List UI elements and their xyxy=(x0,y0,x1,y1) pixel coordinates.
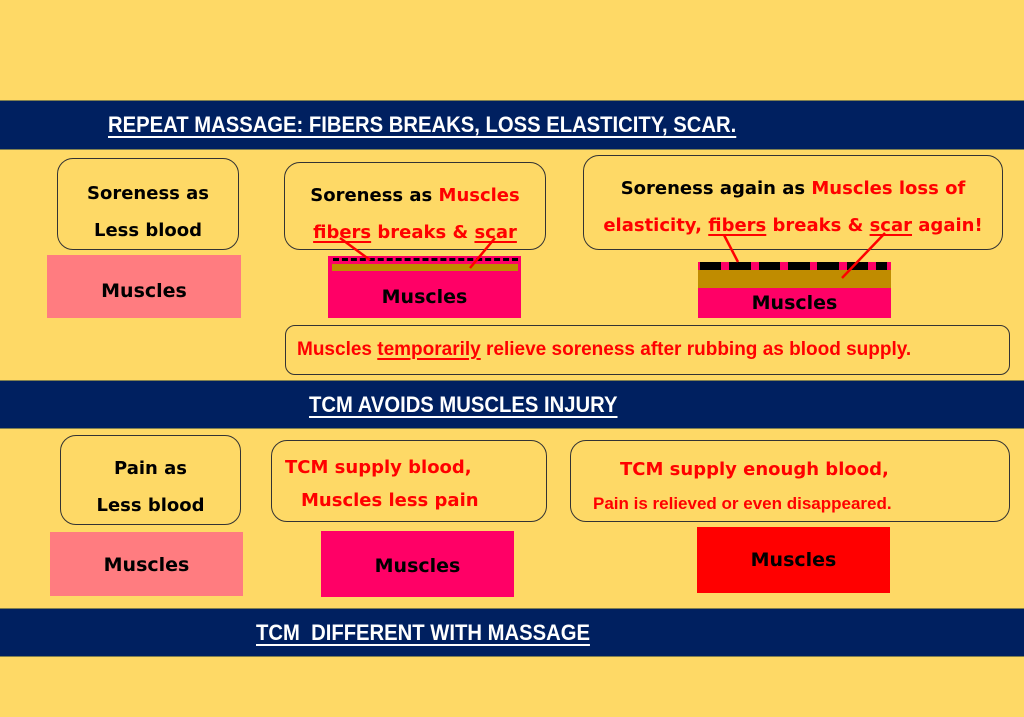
scar-layer-thick xyxy=(698,270,891,288)
scar-layer xyxy=(332,264,518,271)
note-text: Muscles xyxy=(297,339,378,360)
fiber-fragment xyxy=(700,262,721,270)
callout-line: elasticity, fibers breaks & scar again! xyxy=(584,207,1002,244)
callout-line: Less blood xyxy=(96,495,205,516)
callout-text-highlight: Muscles loss of xyxy=(811,178,966,199)
muscle-block-pale: Muscles xyxy=(47,255,241,318)
muscle-block-red: Muscles xyxy=(697,527,890,593)
section-band-tcm-different: TCM DIFFERENT WITH MASSAGE xyxy=(0,608,1024,657)
callout-soreness-less-blood: Soreness as Less blood xyxy=(57,158,239,250)
fiber-fragment xyxy=(788,262,810,270)
callout-text: breaks & xyxy=(766,215,870,236)
callout-fibers-breaks-scar: Soreness as Muscles fibers breaks & scar xyxy=(284,162,546,250)
note-temporary-relief: Muscles temporarily relieve soreness aft… xyxy=(285,325,1010,375)
label-fibers: fibers xyxy=(313,222,372,243)
broken-fibers-line xyxy=(333,258,518,261)
section-band-tcm-avoids-injury: TCM AVOIDS MUSCLES INJURY xyxy=(0,380,1024,429)
muscle-label: Muscles xyxy=(381,286,468,308)
callout-line: Soreness again as Muscles loss of xyxy=(584,170,1002,207)
callout-tcm-supply-blood: TCM supply blood, Muscles less pain xyxy=(271,440,547,522)
callout-line: Soreness as Muscles xyxy=(285,177,545,214)
section-title-tcm-different: TCM DIFFERENT WITH MASSAGE xyxy=(256,620,590,645)
muscle-label: Muscles xyxy=(750,549,837,571)
callout-text: Soreness as xyxy=(310,185,439,206)
fiber-fragment xyxy=(876,262,887,270)
callout-loss-elasticity: Soreness again as Muscles loss of elasti… xyxy=(583,155,1003,250)
label-scar: scar xyxy=(474,222,517,243)
callout-pain-less-blood: Pain as Less blood xyxy=(60,435,241,525)
callout-text: breaks & xyxy=(371,222,475,243)
fiber-fragment xyxy=(847,262,868,270)
callout-line: fibers breaks & scar xyxy=(285,214,545,251)
label-fibers: fibers xyxy=(708,215,767,236)
callout-line: TCM supply enough blood, xyxy=(620,459,889,480)
callout-line: Less blood xyxy=(93,220,203,241)
callout-line: Soreness as xyxy=(87,183,209,204)
section-title-tcm-avoids-injury: TCM AVOIDS MUSCLES INJURY xyxy=(309,392,618,417)
muscle-block-pink: Muscles xyxy=(321,531,514,597)
muscle-label: Muscles xyxy=(101,280,187,302)
callout-line: Muscles less pain xyxy=(301,490,479,511)
muscle-label: Muscles xyxy=(103,554,190,576)
fiber-fragment xyxy=(729,262,751,270)
muscle-label: Muscles xyxy=(374,555,461,577)
callout-line: TCM supply blood, xyxy=(285,457,472,478)
note-text-emphasis: temporarily xyxy=(377,339,481,360)
callout-text: Soreness again as xyxy=(620,178,812,199)
section-band-repeat-massage: REPEAT MASSAGE: FIBERS BREAKS, LOSS ELAS… xyxy=(0,100,1024,150)
callout-text: again! xyxy=(912,215,983,236)
fiber-fragment xyxy=(759,262,780,270)
muscle-label: Muscles xyxy=(751,292,838,314)
label-scar: scar xyxy=(869,215,913,236)
callout-text: elasticity, xyxy=(603,215,709,236)
note-text: relieve soreness after rubbing as blood … xyxy=(480,339,912,360)
callout-text-highlight: Muscles xyxy=(438,185,520,206)
muscle-block-pale: Muscles xyxy=(50,532,243,596)
callout-tcm-enough-blood: TCM supply enough blood, Pain is relieve… xyxy=(570,440,1010,522)
fiber-fragment xyxy=(817,262,839,270)
broken-fibers-beads xyxy=(700,262,890,270)
callout-line: Pain as xyxy=(114,458,187,479)
callout-line: Pain is relieved or even disappeared. xyxy=(593,494,892,513)
section-title-repeat-massage: REPEAT MASSAGE: FIBERS BREAKS, LOSS ELAS… xyxy=(108,112,737,137)
